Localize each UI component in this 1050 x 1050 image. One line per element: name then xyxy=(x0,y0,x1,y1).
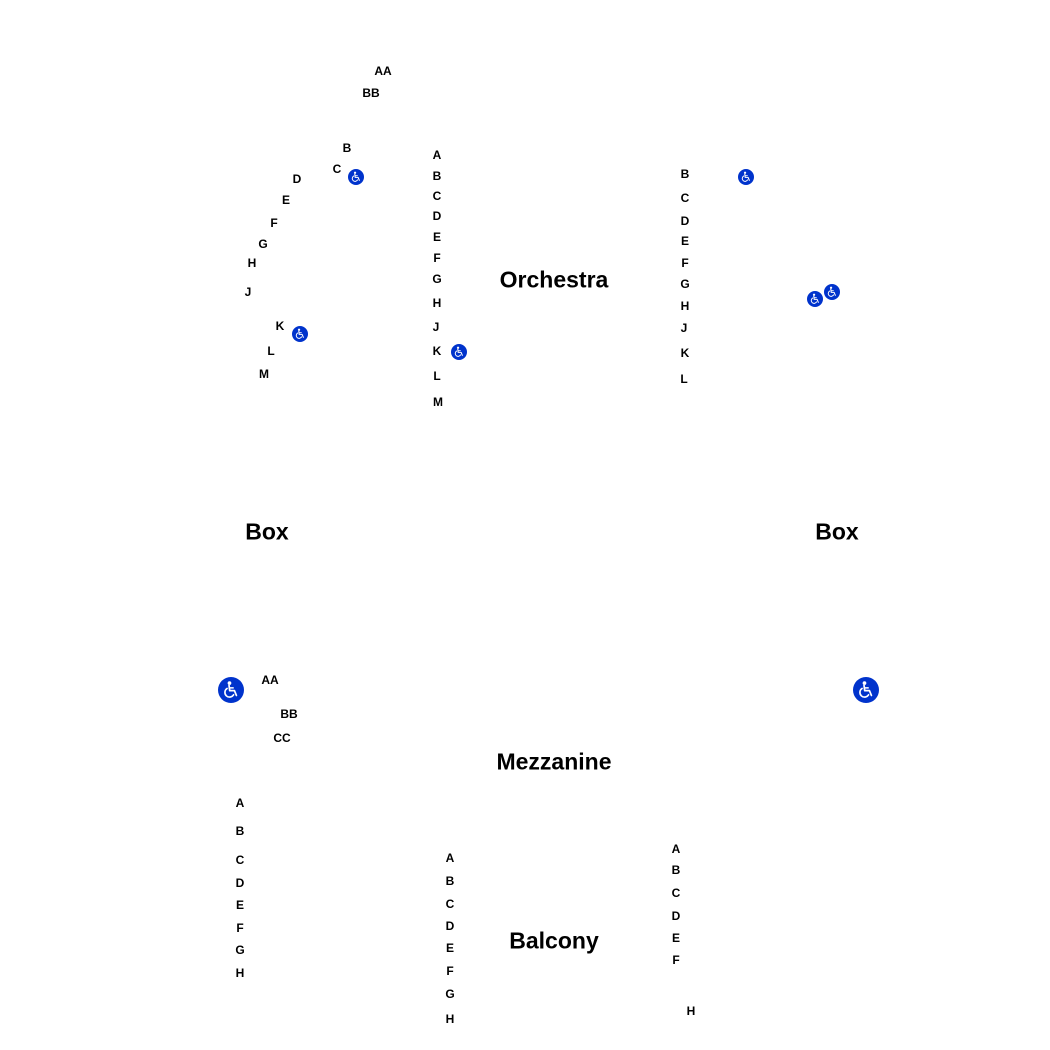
mezzanine-row-label[interactable]: BB xyxy=(280,707,298,721)
mezzanine-left-row-label[interactable]: E xyxy=(235,898,245,912)
orchestra-right-row-label[interactable]: H xyxy=(680,299,690,313)
balcony-right-row-label[interactable]: A xyxy=(671,842,681,856)
wheelchair-icon[interactable] xyxy=(853,677,879,703)
orchestra-left-row-label[interactable]: BB xyxy=(362,86,380,100)
orchestra-left-row-label[interactable]: E xyxy=(281,193,291,207)
orchestra-center-row-label[interactable]: D xyxy=(432,209,442,223)
orchestra-left-row-label[interactable]: M xyxy=(259,367,269,381)
balcony-right-row-label[interactable]: F xyxy=(672,953,680,967)
mezzanine-left-row-label[interactable]: F xyxy=(236,921,244,935)
orchestra-center-row-label[interactable]: J xyxy=(432,320,440,334)
balcony-right-row-label[interactable]: B xyxy=(671,863,681,877)
balcony-center-row-label[interactable]: B xyxy=(445,874,455,888)
orchestra-right-row-label[interactable]: J xyxy=(680,321,688,335)
orchestra-left-row-label[interactable]: B xyxy=(342,141,352,155)
orchestra-left-row-label[interactable]: C xyxy=(332,162,342,176)
mezzanine-left-row-label[interactable]: A xyxy=(235,796,245,810)
orchestra-center-row-label[interactable]: A xyxy=(432,148,442,162)
orchestra-center-row-label[interactable]: F xyxy=(433,251,441,265)
wheelchair-icon[interactable] xyxy=(738,169,754,185)
balcony-right-row-label[interactable]: C xyxy=(671,886,681,900)
section-title-balcony: Balcony xyxy=(509,927,599,954)
orchestra-center-row-label[interactable]: K xyxy=(432,344,442,358)
orchestra-center-row-label[interactable]: H xyxy=(432,296,442,310)
balcony-right-row-label[interactable]: D xyxy=(671,909,681,923)
balcony-center-row-label[interactable]: F xyxy=(446,964,454,978)
balcony-center-row-label[interactable]: D xyxy=(445,919,455,933)
orchestra-right-row-label[interactable]: K xyxy=(680,346,690,360)
orchestra-right-row-label[interactable]: G xyxy=(680,277,690,291)
orchestra-right-row-label[interactable]: L xyxy=(680,372,688,386)
orchestra-right-row-label[interactable]: B xyxy=(680,167,690,181)
wheelchair-icon[interactable] xyxy=(218,677,244,703)
orchestra-right-row-label[interactable]: D xyxy=(680,214,690,228)
mezzanine-row-label[interactable]: AA xyxy=(261,673,279,687)
orchestra-right-row-label[interactable]: E xyxy=(680,234,690,248)
orchestra-left-row-label[interactable]: J xyxy=(244,285,252,299)
mezzanine-left-row-label[interactable]: H xyxy=(235,966,245,980)
balcony-center-row-label[interactable]: H xyxy=(445,1012,455,1026)
balcony-center-row-label[interactable]: C xyxy=(445,897,455,911)
wheelchair-icon[interactable] xyxy=(348,169,364,185)
orchestra-center-row-label[interactable]: B xyxy=(432,169,442,183)
orchestra-left-row-label[interactable]: L xyxy=(267,344,275,358)
balcony-right-row-label[interactable]: H xyxy=(686,1004,696,1018)
orchestra-center-row-label[interactable]: M xyxy=(433,395,443,409)
section-title-mezzanine: Mezzanine xyxy=(496,748,612,775)
orchestra-center-row-label[interactable]: E xyxy=(432,230,442,244)
orchestra-left-row-label[interactable]: K xyxy=(275,319,285,333)
orchestra-center-row-label[interactable]: C xyxy=(432,189,442,203)
section-title-box-right: Box xyxy=(815,518,859,545)
balcony-center-row-label[interactable]: E xyxy=(445,941,455,955)
orchestra-left-row-label[interactable]: H xyxy=(247,256,257,270)
orchestra-left-row-label[interactable]: F xyxy=(270,216,278,230)
orchestra-right-row-label[interactable]: C xyxy=(680,191,690,205)
orchestra-left-row-label[interactable]: AA xyxy=(374,64,392,78)
orchestra-right-row-label[interactable]: F xyxy=(681,256,689,270)
wheelchair-icon[interactable] xyxy=(824,284,840,300)
mezzanine-left-row-label[interactable]: D xyxy=(235,876,245,890)
balcony-right-row-label[interactable]: E xyxy=(671,931,681,945)
mezzanine-left-row-label[interactable]: G xyxy=(235,943,245,957)
orchestra-left-row-label[interactable]: G xyxy=(258,237,268,251)
wheelchair-icon[interactable] xyxy=(451,344,467,360)
orchestra-left-row-label[interactable]: D xyxy=(292,172,302,186)
balcony-center-row-label[interactable]: G xyxy=(445,987,455,1001)
balcony-center-row-label[interactable]: A xyxy=(445,851,455,865)
mezzanine-row-label[interactable]: CC xyxy=(273,731,291,745)
mezzanine-left-row-label[interactable]: C xyxy=(235,853,245,867)
section-title-box-left: Box xyxy=(245,518,289,545)
mezzanine-left-row-label[interactable]: B xyxy=(235,824,245,838)
wheelchair-icon[interactable] xyxy=(807,291,823,307)
orchestra-center-row-label[interactable]: L xyxy=(433,369,441,383)
orchestra-center-row-label[interactable]: G xyxy=(432,272,442,286)
wheelchair-icon[interactable] xyxy=(292,326,308,342)
section-title-orchestra: Orchestra xyxy=(499,266,609,293)
